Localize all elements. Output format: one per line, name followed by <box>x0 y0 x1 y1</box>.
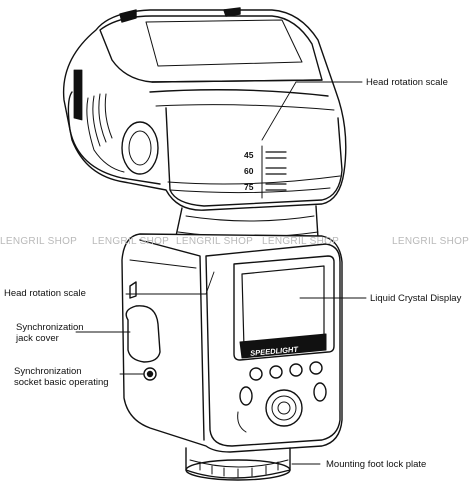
label-sync-socket-line2: socket basic operating <box>14 377 109 388</box>
label-lcd: Liquid Crystal Display <box>370 293 462 304</box>
brand-plate-text: SPEEDLIGHT <box>250 345 300 358</box>
watermark: LENGRIL SHOP <box>262 236 340 247</box>
leader-lines <box>75 81 367 465</box>
flash-body <box>121 233 343 453</box>
label-sync-jack-line1: Synchronization <box>16 322 84 333</box>
label-sync-jack-cover: Synchronization jack cover <box>16 322 84 344</box>
label-head-rotation-scale-top: Head rotation scale <box>366 77 448 88</box>
label-sync-socket-line1: Synchronization <box>14 366 82 377</box>
label-head-rotation-scale-left: Head rotation scale <box>4 288 86 299</box>
label-sync-jack-line2: jack cover <box>16 333 59 344</box>
label-mounting-foot-lock: Mounting foot lock plate <box>326 459 427 470</box>
scale-numeral-45: 45 <box>244 150 254 160</box>
watermark: LENGRIL SHOP <box>0 236 78 247</box>
mounting-foot <box>185 447 291 481</box>
label-sync-socket: Synchronization socket basic operating <box>14 366 109 388</box>
watermark: LENGRIL SHOP <box>92 236 170 247</box>
scale-numeral-75: 75 <box>244 182 254 192</box>
watermark: LENGRIL SHOP <box>176 236 254 247</box>
flash-head <box>62 7 347 211</box>
watermark: LENGRIL SHOP <box>392 236 470 247</box>
scale-numeral-60: 60 <box>244 166 254 176</box>
rotation-scale-marks <box>261 145 287 199</box>
scale-numerals: 45 60 75 <box>244 150 254 192</box>
